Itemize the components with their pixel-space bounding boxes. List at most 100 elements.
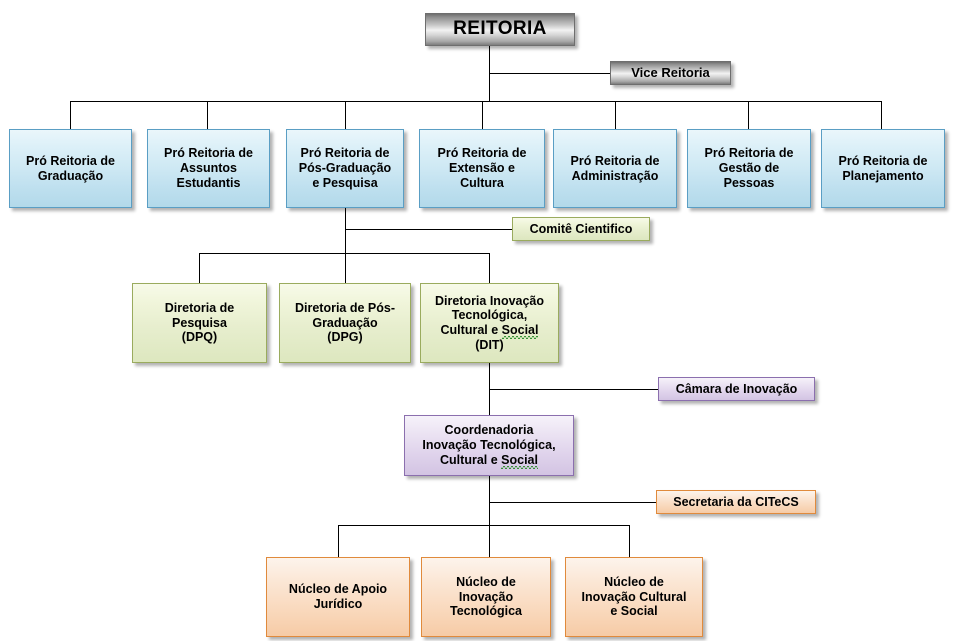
- label-line-2: Extensão e: [448, 161, 515, 176]
- label-line-1: Pró Reitoria de: [838, 153, 928, 168]
- label-line-3: Cultural e: [440, 323, 502, 337]
- label-line-2: Graduação: [312, 315, 378, 330]
- label-line-3: (DPG): [327, 330, 363, 345]
- label-line-3: Tecnológica: [449, 604, 522, 619]
- node-diretoria-pesquisa[interactable]: Diretoria de Pesquisa (DPQ): [132, 283, 267, 363]
- label-line-4: (DIT): [475, 337, 504, 352]
- label-line-3: (DPQ): [181, 330, 218, 345]
- node-pro-reitoria-graduacao[interactable]: Pró Reitoria de Graduação: [9, 129, 132, 208]
- node-nucleo-inovacao-cultural-social[interactable]: Núcleo de Inovação Cultural e Social: [565, 557, 703, 637]
- connector-coordenadoria-stem: [489, 476, 490, 525]
- label-line-1: Pró Reitoria de: [437, 146, 527, 161]
- node-pro-reitoria-administracao[interactable]: Pró Reitoria de Administração: [553, 129, 677, 208]
- label-line-2: Jurídico: [313, 597, 363, 611]
- label-line-3: e Pesquisa: [312, 175, 378, 190]
- node-label: Pró Reitoria de Pós-Graduação e Pesquisa: [295, 146, 395, 190]
- label-line-2: Pós-Graduação: [298, 161, 392, 176]
- label-line-1: Diretoria de: [164, 300, 235, 315]
- node-vice-reitoria-label: Vice Reitoria: [631, 65, 710, 81]
- connector-drop-diretoria-3: [489, 253, 490, 283]
- spellcheck-word: Social: [501, 452, 538, 467]
- node-vice-reitoria[interactable]: Vice Reitoria: [610, 61, 731, 85]
- label-line-1: Núcleo de: [456, 574, 516, 589]
- connector-drop-pro-4: [482, 101, 483, 129]
- node-label: Núcleo de Apoio Jurídico: [285, 582, 391, 612]
- connector-pro-reitorias-bus: [70, 101, 882, 102]
- connector-ppg-stem: [345, 208, 346, 253]
- label-line-1: Pró Reitoria de: [704, 146, 794, 161]
- node-label: Diretoria de Pós- Graduação (DPG): [291, 301, 399, 345]
- connector-drop-pro-3: [345, 101, 346, 129]
- label-line-3: Pessoas: [723, 175, 775, 190]
- connector-drop-diretoria-1: [199, 253, 200, 283]
- node-comite-cientifico-label: Comitê Cientifico: [529, 221, 633, 236]
- label-line-1: Diretoria de Pós-: [294, 300, 396, 315]
- label-line-2: Inovação Cultural: [581, 589, 687, 604]
- node-comite-cientifico[interactable]: Comitê Cientifico: [512, 217, 650, 241]
- connector-drop-diretoria-2: [345, 253, 346, 283]
- node-diretoria-inovacao-tecnologica[interactable]: Diretoria Inovação Tecnológica, Cultural…: [420, 283, 559, 363]
- node-label: Núcleo de Inovação Cultural e Social: [578, 575, 691, 619]
- label-line-1: Pró Reitoria de: [164, 146, 253, 161]
- node-label: Diretoria de Pesquisa (DPQ): [161, 301, 238, 345]
- node-nucleo-inovacao-tecnologica[interactable]: Núcleo de Inovação Tecnológica: [421, 557, 551, 637]
- node-pro-reitoria-extensao-cultura[interactable]: Pró Reitoria de Extensão e Cultura: [419, 129, 545, 208]
- label-line-1: Núcleo de Apoio: [288, 582, 388, 597]
- node-label: Pró Reitoria de Planejamento: [835, 154, 932, 184]
- node-secretaria-citecs-label: Secretaria da CITeCS: [673, 494, 799, 509]
- node-label: Núcleo de Inovação Tecnológica: [446, 575, 526, 619]
- node-label: Diretoria Inovação Tecnológica, Cultural…: [431, 294, 548, 353]
- label-line-3: Cultural e: [440, 452, 502, 467]
- label-line-1: Diretoria Inovação: [434, 293, 545, 308]
- connector-dit-to-camara: [489, 389, 658, 390]
- label-line-1: Núcleo de: [604, 574, 664, 589]
- label-line-2: Administração: [571, 168, 659, 183]
- label-line-2: Planejamento: [842, 168, 924, 183]
- node-label: Coordenadoria Inovação Tecnológica, Cult…: [418, 423, 559, 467]
- node-label: Pró Reitoria de Extensão e Cultura: [434, 146, 531, 190]
- connector-drop-pro-1: [70, 101, 71, 129]
- node-diretoria-pos-graduacao[interactable]: Diretoria de Pós- Graduação (DPG): [279, 283, 411, 363]
- node-camara-inovacao-label: Câmara de Inovação: [675, 381, 798, 396]
- connector-drop-pro-7: [881, 101, 882, 129]
- connector-root-stem: [489, 46, 490, 102]
- label-line-2: Inovação: [458, 589, 514, 604]
- connector-root-to-vice: [489, 73, 611, 74]
- node-pro-reitoria-gestao-pessoas[interactable]: Pró Reitoria de Gestão de Pessoas: [687, 129, 811, 208]
- connector-drop-pro-5: [615, 101, 616, 129]
- connector-diretorias-bus: [199, 253, 490, 254]
- node-nucleo-apoio-juridico[interactable]: Núcleo de Apoio Jurídico: [266, 557, 410, 637]
- node-label: Pró Reitoria de Administração: [567, 154, 664, 184]
- label-line-2: Graduação: [37, 168, 104, 183]
- node-reitoria-label: REITORIA: [453, 18, 547, 40]
- node-label: Pró Reitoria de Assuntos Estudantis: [160, 146, 257, 190]
- connector-drop-nucleo-3: [629, 525, 630, 557]
- label-line-3: Cultura: [460, 175, 504, 190]
- node-pro-reitoria-planejamento[interactable]: Pró Reitoria de Planejamento: [821, 129, 945, 208]
- node-camara-inovacao[interactable]: Câmara de Inovação: [658, 377, 815, 401]
- label-line-2: Gestão de: [718, 161, 780, 176]
- connector-nucleos-bus: [338, 525, 629, 526]
- node-pro-reitoria-pos-graduacao-pesquisa[interactable]: Pró Reitoria de Pós-Graduação e Pesquisa: [286, 129, 404, 208]
- connector-ppg-to-comite: [345, 229, 512, 230]
- label-line-3: e Social: [610, 604, 658, 619]
- label-line-1: Pró Reitoria de: [26, 153, 115, 168]
- label-line-1: Pró Reitoria de: [570, 153, 660, 168]
- node-secretaria-citecs[interactable]: Secretaria da CITeCS: [656, 490, 816, 514]
- node-coordenadoria-citecs[interactable]: Coordenadoria Inovação Tecnológica, Cult…: [404, 415, 574, 476]
- connector-coordenadoria-to-secretaria: [489, 502, 656, 503]
- node-label: Pró Reitoria de Gestão de Pessoas: [701, 146, 798, 190]
- label-line-3: Estudantis: [176, 175, 241, 190]
- label-line-2: Pesquisa: [172, 315, 227, 330]
- label-line-2: Tecnológica,: [451, 308, 528, 323]
- connector-drop-nucleo-2: [489, 525, 490, 557]
- label-line-1: Coordenadoria: [444, 423, 534, 438]
- connector-drop-nucleo-1: [338, 525, 339, 557]
- node-reitoria[interactable]: REITORIA: [425, 13, 575, 46]
- connector-drop-pro-2: [207, 101, 208, 129]
- node-pro-reitoria-assuntos-estudantis[interactable]: Pró Reitoria de Assuntos Estudantis: [147, 129, 270, 208]
- node-label: Pró Reitoria de Graduação: [22, 154, 119, 184]
- spellcheck-word: Social: [501, 323, 539, 337]
- label-line-1: Pró Reitoria de: [300, 146, 390, 161]
